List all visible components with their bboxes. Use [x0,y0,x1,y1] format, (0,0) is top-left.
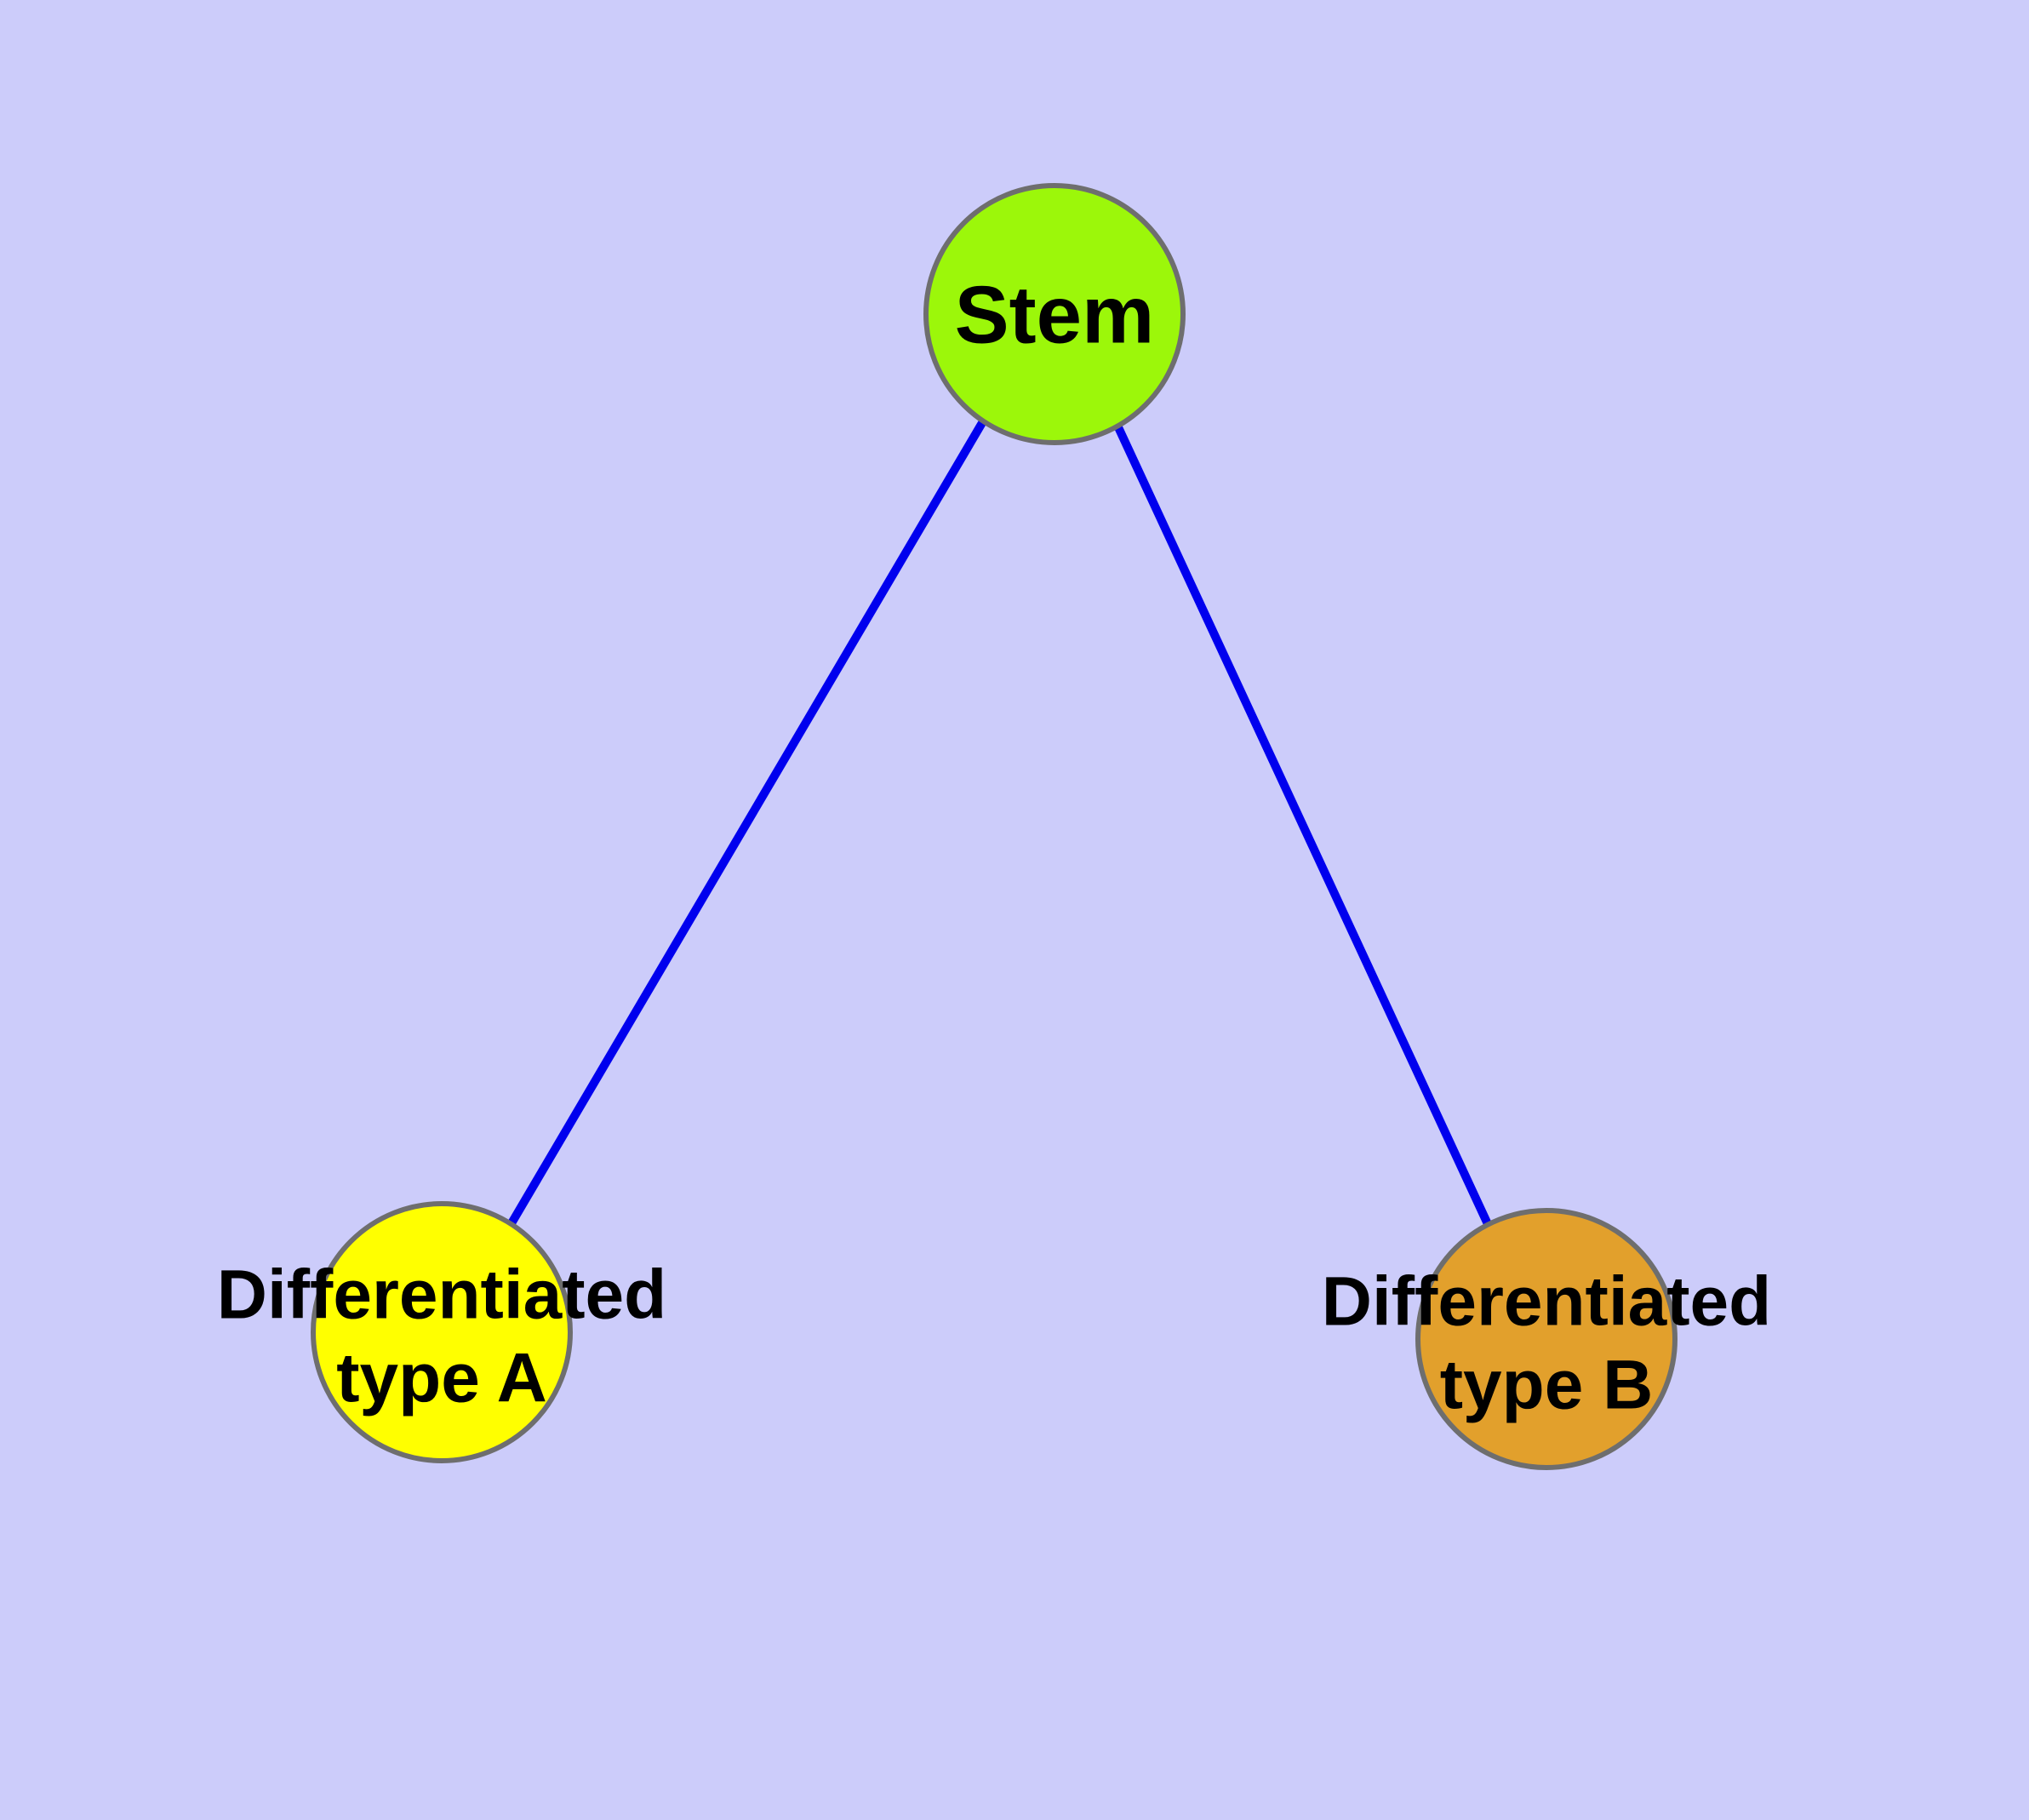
node-differentiated-type-b-label-line2: type B [1440,1347,1654,1424]
node-stem-label: Stem [955,269,1155,360]
edge-layer [507,419,1493,1228]
node-differentiated-type-a-circle[interactable] [311,1201,573,1463]
edge-stem-to-differentiated-type-a[interactable] [507,419,987,1226]
node-differentiated-type-b-label: Differentiated type B [1322,1263,1772,1424]
node-stem-circle[interactable] [923,183,1186,445]
edge-stem-to-differentiated-type-b[interactable] [1114,425,1493,1228]
node-differentiated-type-b-label-line1: Differentiated [1322,1263,1772,1341]
label-layer: Stem Differentiated type A Differentiate… [217,269,1772,1423]
node-layer [311,183,1677,1470]
node-differentiated-type-a-label-line1: Differentiated [217,1256,667,1334]
node-differentiated-type-a-label-line2: type A [336,1340,547,1417]
node-differentiated-type-a-label: Differentiated type A [217,1256,667,1417]
node-differentiated-type-b-circle[interactable] [1415,1208,1677,1470]
node-differentiated-type-a[interactable] [311,1201,573,1463]
node-differentiated-type-b[interactable] [1415,1208,1677,1470]
node-stem[interactable] [923,183,1186,445]
